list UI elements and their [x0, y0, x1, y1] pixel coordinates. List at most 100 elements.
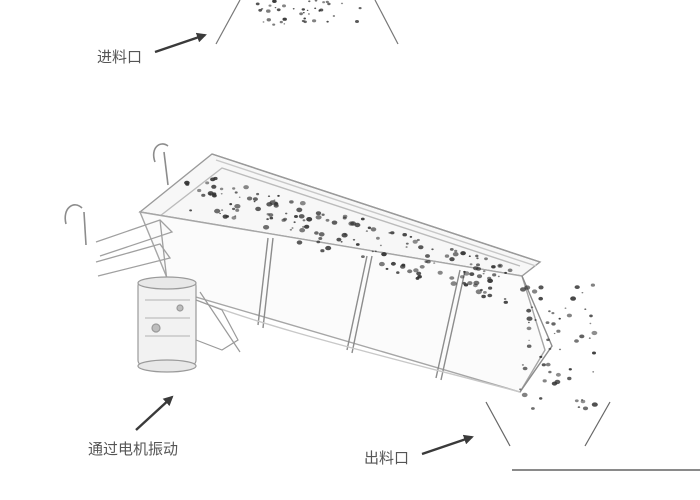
- ore-particle: [315, 211, 322, 216]
- ore-particle: [530, 306, 534, 309]
- motor-vibration-label: 通过电机振动: [88, 440, 179, 458]
- ore-particle: [348, 221, 355, 226]
- ore-particle: [574, 285, 580, 289]
- outlet-arrow-icon: [421, 434, 474, 456]
- ore-particle: [409, 235, 413, 238]
- ore-particle: [341, 232, 348, 238]
- ore-particle: [298, 214, 305, 219]
- ore-particle: [589, 314, 593, 318]
- ore-particle: [220, 193, 223, 195]
- ore-particle: [450, 281, 457, 286]
- ore-particle: [488, 286, 493, 290]
- ore-particle: [468, 255, 471, 257]
- ore-particle: [469, 263, 473, 266]
- ore-particle: [548, 310, 551, 313]
- ore-particle: [355, 20, 359, 23]
- ore-particle: [312, 19, 317, 23]
- ore-particle: [390, 261, 396, 266]
- callout-arrows: [135, 32, 474, 456]
- ore-particle: [243, 185, 249, 190]
- ore-particle: [402, 233, 408, 237]
- ore-particle: [371, 250, 374, 253]
- ore-particle: [551, 381, 558, 386]
- outlet-label: 出料口: [364, 449, 410, 467]
- ore-particle: [574, 399, 579, 403]
- ore-particle: [592, 371, 595, 373]
- ore-particle: [232, 187, 236, 190]
- ore-particle: [235, 208, 240, 212]
- ore-particle: [480, 288, 483, 292]
- ore-particle: [526, 344, 532, 348]
- ore-particle: [542, 379, 547, 383]
- ore-particle: [574, 339, 579, 343]
- ore-particle: [566, 313, 573, 318]
- ore-particle: [528, 321, 530, 324]
- ore-particle: [412, 239, 418, 244]
- ore-particle: [591, 330, 598, 336]
- ore-particle: [205, 181, 210, 185]
- ore-particle: [526, 326, 532, 331]
- ore-particle: [289, 200, 294, 204]
- ore-particle: [238, 196, 241, 198]
- ore-particle: [279, 20, 283, 24]
- ore-particle: [197, 188, 202, 193]
- ore-particle: [231, 216, 237, 220]
- ore-particle: [541, 363, 546, 367]
- ore-particle: [405, 242, 409, 245]
- ore-particle: [588, 337, 591, 339]
- ore-particle: [234, 191, 238, 194]
- ore-particle: [292, 8, 295, 10]
- ore-particle: [491, 265, 496, 269]
- ore-particle: [273, 199, 276, 201]
- ore-particle: [546, 338, 550, 342]
- ore-particle: [379, 244, 382, 247]
- ore-particle: [272, 0, 277, 3]
- ore-particle: [425, 254, 430, 258]
- ore-particle: [256, 192, 260, 196]
- ore-particle: [266, 18, 271, 22]
- ore-particle: [268, 4, 272, 7]
- ore-particle: [285, 212, 288, 215]
- ore-particle: [526, 308, 532, 313]
- ore-particle: [376, 236, 380, 240]
- ore-particle: [260, 7, 264, 10]
- ore-particle: [555, 372, 561, 377]
- ore-particle: [467, 281, 473, 286]
- ore-particle: [484, 257, 488, 261]
- ore-particle: [396, 271, 400, 274]
- ore-particle: [283, 217, 288, 221]
- ore-particle: [318, 232, 325, 237]
- ore-particle: [272, 23, 276, 26]
- ore-particle: [342, 216, 347, 220]
- ore-particle: [449, 248, 454, 251]
- ore-particle: [282, 17, 287, 21]
- ore-particle: [558, 348, 562, 351]
- ore-particle: [266, 9, 271, 13]
- ore-particle: [189, 209, 193, 212]
- ore-particle: [301, 8, 305, 11]
- ore-particle: [473, 266, 479, 271]
- ore-particle: [293, 221, 296, 224]
- ore-particle: [201, 193, 206, 197]
- ore-particle: [524, 285, 531, 290]
- ore-particle: [507, 268, 513, 273]
- ore-particle: [433, 262, 436, 264]
- ore-particle: [405, 246, 408, 248]
- ore-particle: [325, 0, 329, 4]
- ore-particle: [400, 264, 406, 269]
- ore-particle: [460, 275, 465, 279]
- motor-arrow-icon: [135, 395, 174, 431]
- ore-particle: [538, 296, 543, 301]
- ore-particle: [302, 219, 306, 222]
- ore-particle: [526, 316, 533, 321]
- ore-particle: [332, 15, 336, 17]
- ore-particle: [482, 273, 485, 275]
- ore-particle: [452, 252, 459, 257]
- ore-particle: [531, 407, 535, 410]
- ore-particle: [581, 292, 584, 294]
- ore-particle: [437, 270, 443, 275]
- ore-particle: [503, 300, 508, 304]
- ore-particle: [476, 274, 483, 279]
- ore-particle: [476, 257, 479, 260]
